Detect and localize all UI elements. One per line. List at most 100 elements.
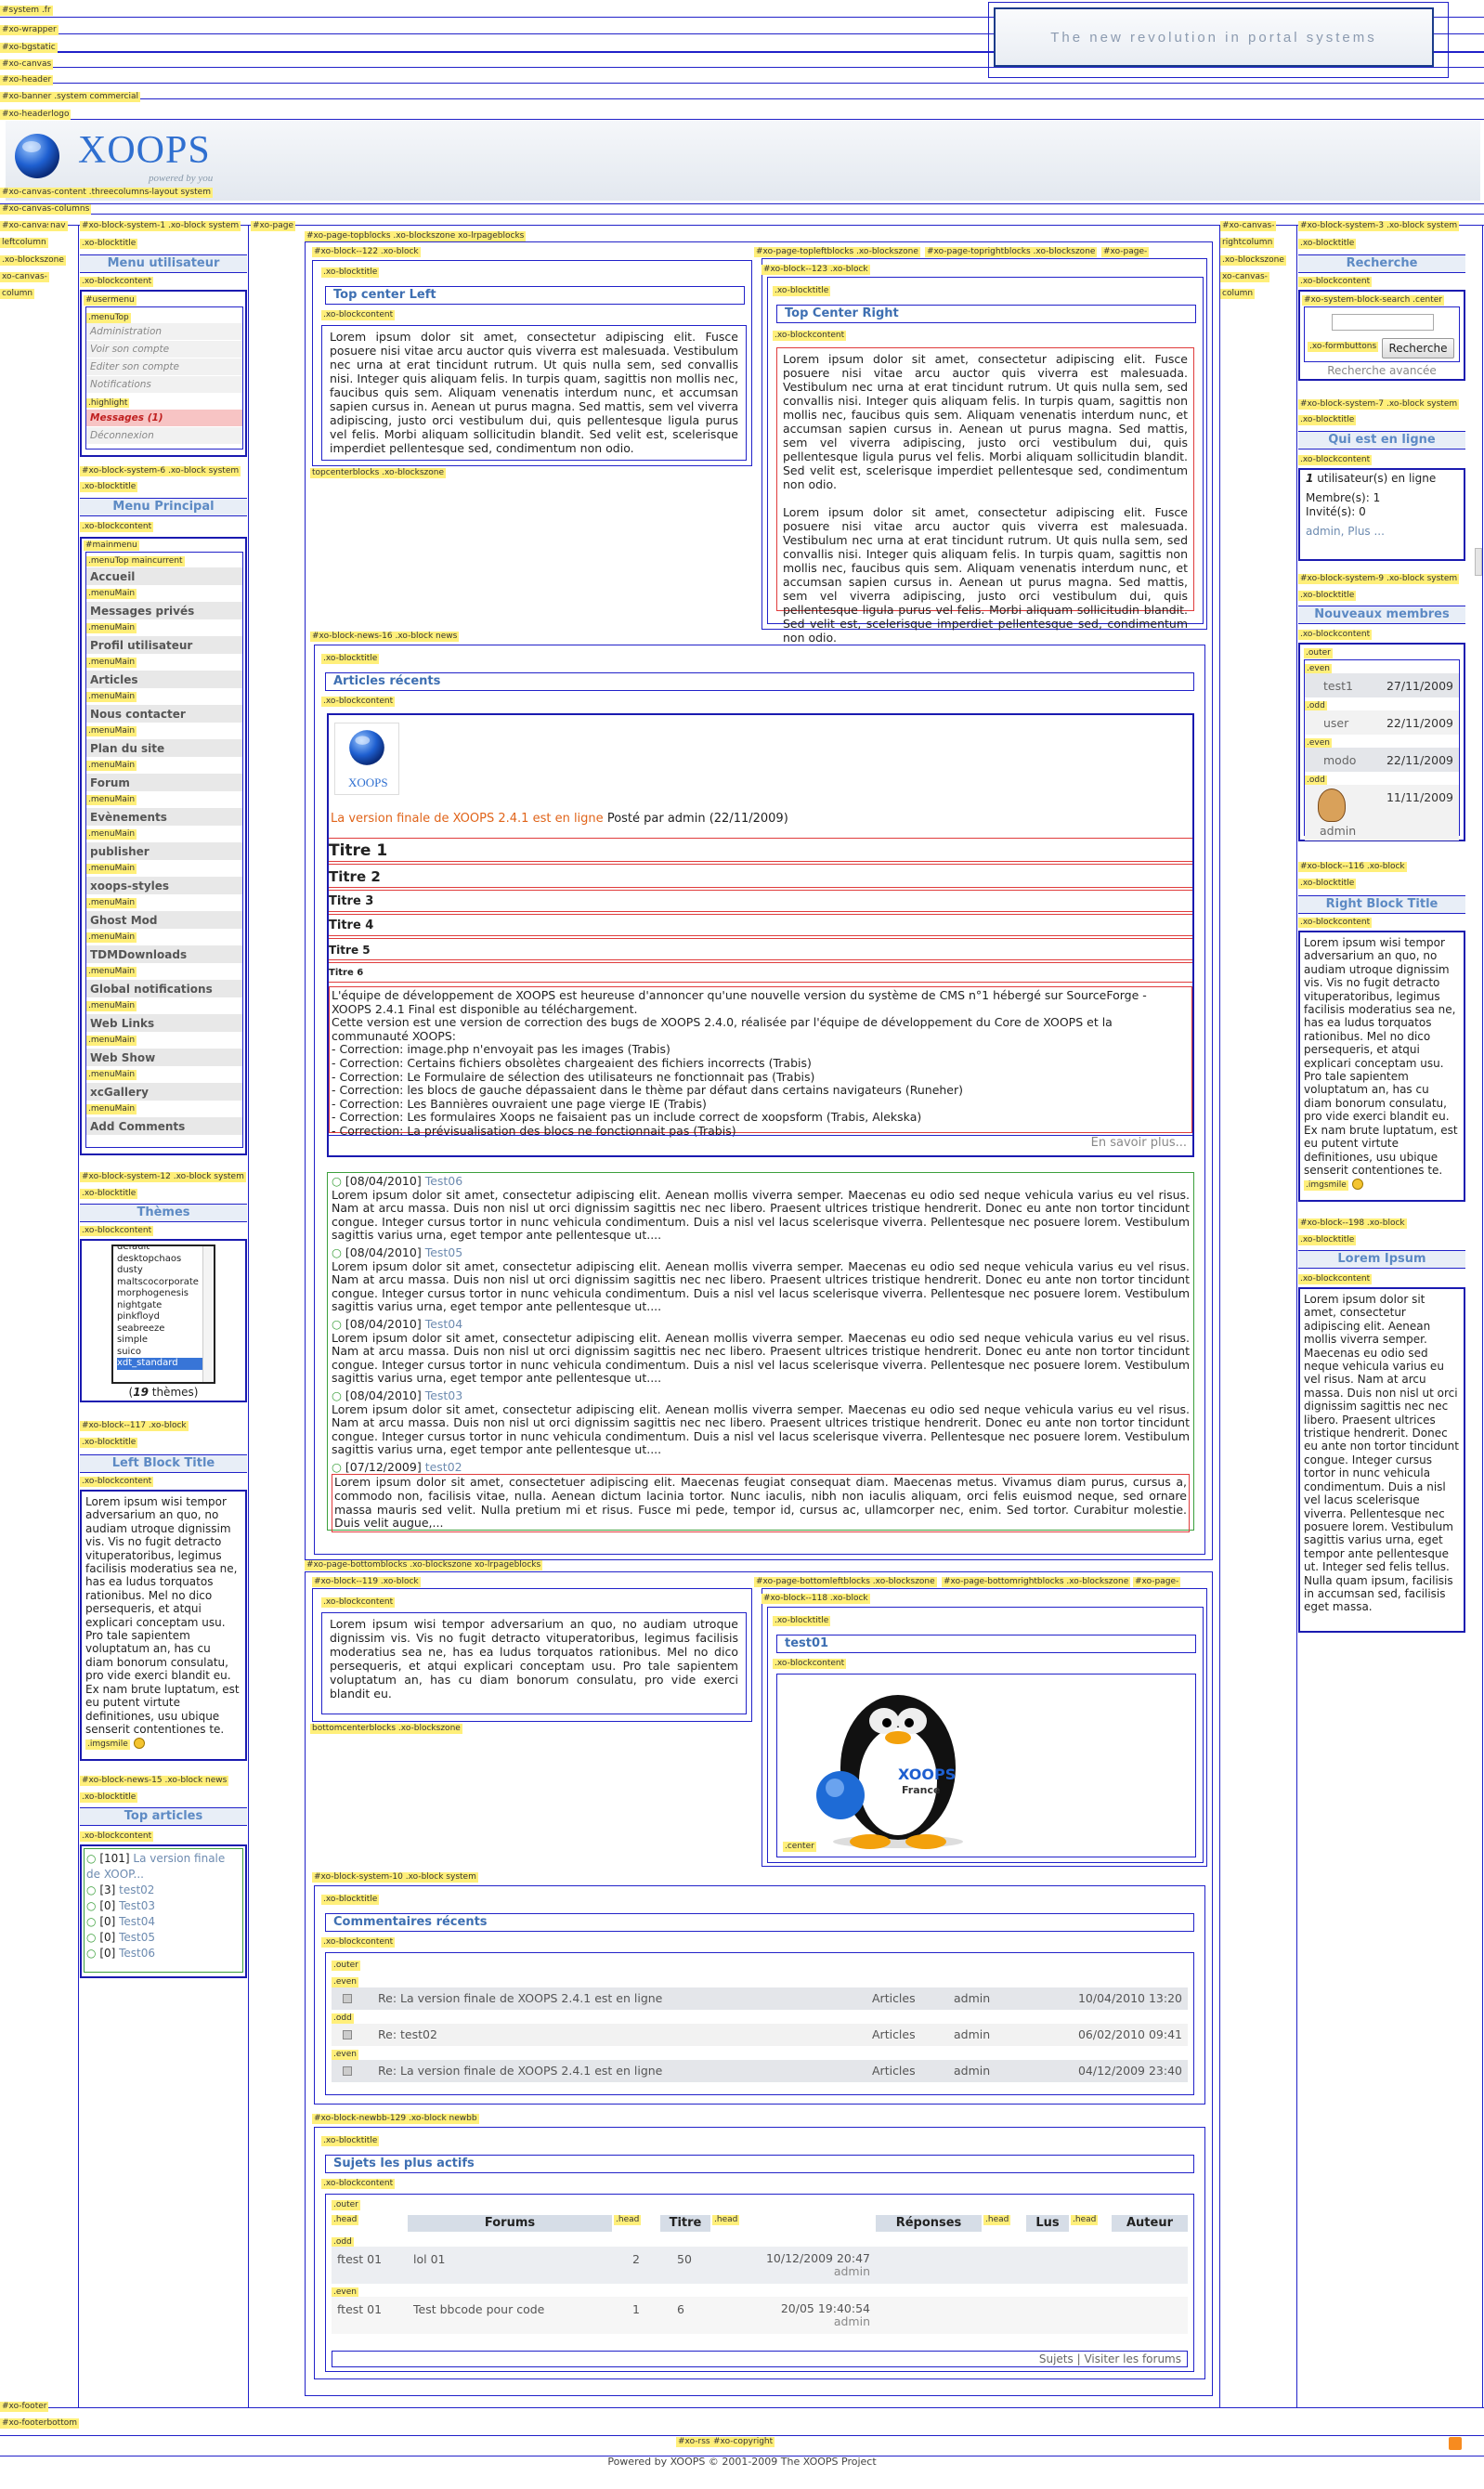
news-item-title[interactable]: Test06 — [424, 1174, 463, 1188]
usermenu-item-logout[interactable]: Déconnexion — [86, 427, 242, 445]
page-scrollbar[interactable] — [1475, 548, 1482, 576]
mainmenu-item[interactable]: Web Show — [86, 1048, 242, 1066]
theme-option[interactable]: suico — [117, 1346, 141, 1357]
banner-image[interactable]: The new revolution in portal systems — [994, 7, 1434, 67]
forum-col-replies[interactable]: Réponses — [876, 2215, 982, 2232]
mainmenu-item[interactable]: TDMDownloads — [86, 945, 242, 963]
comment-user[interactable]: admin — [954, 2027, 991, 2041]
comment-module[interactable]: Articles — [872, 1991, 916, 2005]
tag: .xo-blocktitle — [80, 1792, 138, 1803]
theme-option[interactable]: default — [117, 1244, 150, 1252]
theme-option[interactable]: seabreeze — [117, 1323, 165, 1334]
forum-lastpost-author[interactable]: admin — [833, 2264, 870, 2278]
toparticle-item[interactable]: ○ [0] Test06 — [86, 1947, 156, 1960]
news-item-title[interactable]: Test03 — [424, 1388, 463, 1402]
avatar[interactable] — [1318, 788, 1346, 822]
forum-col-title[interactable]: Titre — [660, 2215, 710, 2232]
mainmenu-item[interactable]: Articles — [86, 670, 242, 688]
theme-option[interactable]: pinkfloyd — [117, 1311, 160, 1322]
forum-name[interactable]: ftest 01 — [337, 2302, 383, 2316]
mainmenu-item[interactable]: publisher — [86, 841, 242, 860]
theme-option[interactable]: dusty — [117, 1265, 143, 1275]
forum-col-reads[interactable]: Lus — [1026, 2215, 1069, 2232]
theme-option[interactable]: morphogenesis — [117, 1288, 189, 1298]
member-name[interactable]: modo — [1323, 753, 1357, 767]
news-more-link[interactable]: En savoir plus... — [329, 1135, 1192, 1150]
news-headline-link[interactable]: La version finale de XOOPS 2.4.1 est en … — [331, 812, 604, 826]
forum-col-author[interactable]: Auteur — [1112, 2215, 1188, 2232]
news-item-title[interactable]: Test04 — [424, 1316, 463, 1331]
theme-option[interactable]: xdt_standard — [117, 1358, 214, 1370]
mainmenu-item[interactable]: Forum — [86, 773, 242, 791]
forum-topic[interactable]: Test bbcode pour code — [413, 2302, 545, 2316]
theme-option[interactable]: maltscocorporate — [117, 1276, 199, 1287]
comment-subject[interactable]: Re: La version finale de XOOPS 2.4.1 est… — [378, 2064, 663, 2078]
site-logo[interactable]: XOOPS powered by you — [9, 124, 241, 189]
usermenu-item-admin[interactable]: Administration — [86, 323, 242, 341]
mainmenu-item[interactable]: Accueil — [86, 567, 242, 585]
comment-user[interactable]: admin — [954, 2064, 991, 2078]
comment-subject[interactable]: Re: test02 — [378, 2027, 437, 2041]
theme-option[interactable]: simple — [117, 1335, 149, 1345]
mainmenu-item[interactable]: xoops-styles — [86, 876, 242, 894]
mainmenu-item[interactable]: Web Links — [86, 1013, 242, 1032]
online-more-link[interactable]: Plus ... — [1347, 525, 1385, 538]
forum-lastpost-author[interactable]: admin — [833, 2314, 870, 2328]
member-row[interactable]: admin 11/11/2009 — [1305, 785, 1459, 841]
mainmenu-item[interactable]: Nous contacter — [86, 704, 242, 723]
comment-module[interactable]: Articles — [872, 2027, 916, 2041]
theme-option[interactable]: desktopchaos — [117, 1253, 182, 1264]
comment-user[interactable]: admin — [954, 1991, 991, 2005]
forum-col-forums[interactable]: Forums — [408, 2215, 612, 2232]
tag: #xo-footerbottom — [0, 2418, 80, 2429]
forum-topic[interactable]: lol 01 — [413, 2252, 446, 2266]
usermenu-item-view[interactable]: Voir son compte — [86, 341, 242, 358]
mainmenu-item[interactable]: Plan du site — [86, 738, 242, 757]
member-date: 11/11/2009 — [1386, 790, 1453, 804]
usermenu-item-edit[interactable]: Editer son compte — [86, 358, 242, 376]
forum-visit-link[interactable]: Visiter les forums — [1084, 2352, 1181, 2365]
banner[interactable] — [988, 2, 1449, 78]
toparticle-item[interactable]: ○ [0] Test03 — [86, 1899, 156, 1912]
mainmenu-item[interactable]: Ghost Mod — [86, 910, 242, 929]
mainmenu-item[interactable]: Evènements — [86, 807, 242, 826]
member-name[interactable]: user — [1323, 716, 1349, 730]
usermenu-item-notif[interactable]: Notifications — [86, 376, 242, 394]
rss-icon[interactable] — [1449, 2437, 1462, 2450]
toparticle-item[interactable]: ○ [101] La version finale de XOOP... — [86, 1852, 226, 1881]
comment-row[interactable]: Re: La version finale de XOOPS 2.4.1 est… — [332, 2060, 1188, 2082]
online-admin-link[interactable]: admin, — [1306, 525, 1345, 538]
usermenu-item-messages[interactable]: Messages (1) — [86, 410, 242, 427]
toparticle-item[interactable]: ○ [0] Test04 — [86, 1915, 156, 1928]
theme-scrollbar[interactable] — [202, 1246, 214, 1382]
toparticle-item[interactable]: ○ [0] Test05 — [86, 1931, 156, 1944]
news-item-title[interactable]: Test05 — [424, 1244, 463, 1259]
mainmenu-item[interactable]: xcGallery — [86, 1082, 242, 1101]
mainmenu-item[interactable]: Messages privés — [86, 601, 242, 619]
news-topic-image[interactable]: XOOPS — [334, 723, 399, 795]
search-button[interactable]: Recherche — [1382, 338, 1454, 358]
comment-module[interactable]: Articles — [872, 2064, 916, 2078]
comment-subject[interactable]: Re: La version finale de XOOPS 2.4.1 est… — [378, 1991, 663, 2005]
news-item-title[interactable]: test02 — [424, 1459, 462, 1474]
mainmenu-item[interactable]: Global notifications — [86, 979, 242, 997]
member-name[interactable]: test1 — [1323, 679, 1353, 693]
forum-name[interactable]: ftest 01 — [337, 2252, 383, 2266]
member-name[interactable]: admin — [1320, 824, 1357, 838]
search-advanced-link[interactable]: Recherche avancée — [1327, 364, 1437, 377]
theme-option[interactable]: nightgate — [117, 1299, 163, 1310]
forum-topics-link[interactable]: Sujets — [1038, 2352, 1074, 2365]
mainmenu-item[interactable]: Add Comments — [86, 1116, 242, 1135]
search-input[interactable] — [1332, 314, 1434, 331]
mainmenu-item[interactable]: Profil utilisateur — [86, 635, 242, 654]
toparticle-item[interactable]: ○ [3] test02 — [86, 1883, 155, 1896]
news-headline-line: La version finale de XOOPS 2.4.1 est en … — [331, 812, 788, 826]
comment-row[interactable]: Re: La version finale de XOOPS 2.4.1 est… — [332, 1987, 1188, 2010]
